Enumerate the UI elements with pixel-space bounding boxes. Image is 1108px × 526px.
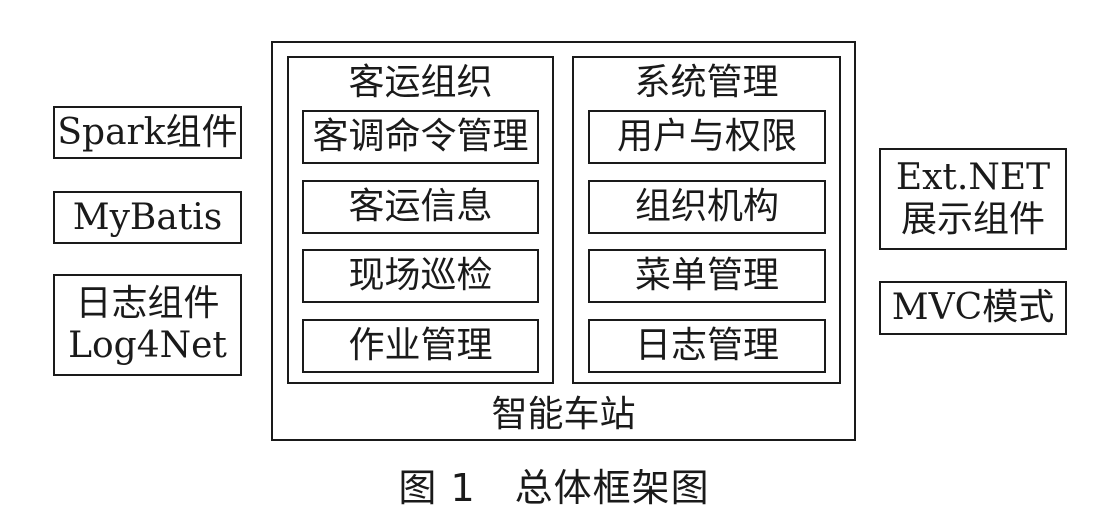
extnet-label: Ext.NET <box>895 157 1051 198</box>
work-management-label: 作业管理 <box>348 325 493 366</box>
organization-label: 组织机构 <box>634 186 779 227</box>
spark-component-label: Spark组件 <box>57 111 238 153</box>
log-management-box: 日志管理 <box>588 319 826 373</box>
display-component-label: 展示组件 <box>900 199 1045 240</box>
extnet-box: Ext.NET 展示组件 <box>879 148 1067 250</box>
smart-station-label: 智能车站 <box>491 394 636 435</box>
passenger-info-box: 客运信息 <box>302 180 539 234</box>
mybatis-box: MyBatis <box>53 191 242 244</box>
user-permission-box: 用户与权限 <box>588 110 826 164</box>
figure-caption: 图 1 总体框架图 <box>398 466 710 510</box>
work-management-box: 作业管理 <box>302 319 539 373</box>
log4net-box: 日志组件 Log4Net <box>53 274 242 376</box>
log4net-label: Log4Net <box>68 325 227 366</box>
dispatch-command-label: 客调命令管理 <box>312 116 529 157</box>
user-permission-label: 用户与权限 <box>616 116 797 157</box>
site-inspection-box: 现场巡检 <box>302 249 539 303</box>
site-inspection-label: 现场巡检 <box>348 255 493 296</box>
mvc-mode-label: MVC模式 <box>891 287 1055 328</box>
menu-management-box: 菜单管理 <box>588 249 826 303</box>
organization-box: 组织机构 <box>588 180 826 234</box>
spark-component-box: Spark组件 <box>53 106 242 159</box>
log-component-label: 日志组件 <box>75 283 220 324</box>
system-management-title: 系统管理 <box>634 62 779 103</box>
passenger-info-label: 客运信息 <box>348 186 493 227</box>
menu-management-label: 菜单管理 <box>634 255 779 296</box>
mybatis-label: MyBatis <box>72 196 223 238</box>
passenger-organization-title: 客运组织 <box>348 62 493 103</box>
dispatch-command-box: 客调命令管理 <box>302 110 539 164</box>
mvc-mode-box: MVC模式 <box>879 281 1067 335</box>
log-management-label: 日志管理 <box>634 325 779 366</box>
